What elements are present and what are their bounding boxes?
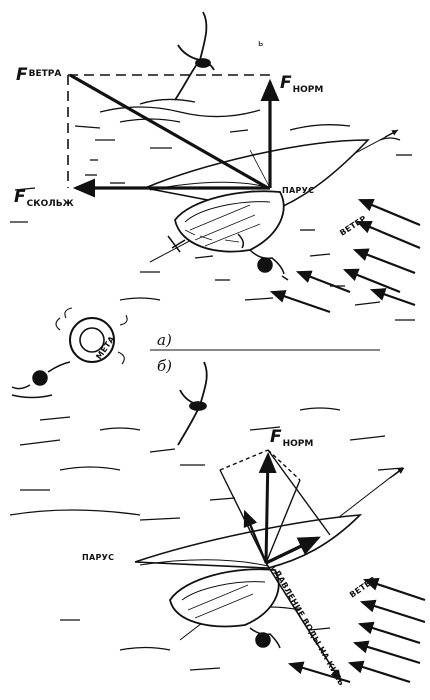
wind-arrows-b <box>287 577 426 684</box>
label-wind-a: ВЕТЕР <box>338 214 368 238</box>
water-strokes-b <box>9 407 404 671</box>
seagull-b <box>177 361 208 446</box>
seagull-a <box>174 11 215 101</box>
sail-b <box>134 514 363 569</box>
boat-hull-b <box>169 568 280 628</box>
label-f-slide: FСКОЛЬЖ <box>14 187 74 209</box>
life-buoy <box>55 307 128 365</box>
panel-a: ь <box>10 11 421 321</box>
panel-b: FНОРМ ПАРУС ВЕТЕР ДАВЛЕНИЕ ВОДЫ НА КИЛЬ <box>9 361 426 688</box>
force-wind-vector <box>69 73 269 190</box>
label-sail-a: ПАРУС <box>282 186 314 195</box>
water-strokes-a <box>10 98 415 321</box>
keel-pressure-vector <box>265 562 341 682</box>
label-panel-b: б) <box>157 357 172 375</box>
sailor-b <box>249 627 281 649</box>
swimmer <box>11 361 71 399</box>
rudder-a <box>167 235 186 253</box>
label-f-norm-a: FНОРМ <box>280 73 323 95</box>
label-f-wind: FВЕТРА <box>16 65 61 85</box>
boat-hull-a <box>174 190 285 253</box>
sail-a <box>142 139 370 213</box>
label-wind-b: ВЕТЕР <box>348 575 378 599</box>
label-f-norm-b: FНОРМ <box>270 427 313 449</box>
force-keel-vector-b <box>243 509 268 564</box>
label-panel-a: а) <box>157 331 172 349</box>
sketch-mark: ь <box>258 39 263 49</box>
force-rectangle-a <box>67 74 270 188</box>
wind-arrows-a <box>269 198 421 314</box>
force-forward-vector-b <box>265 536 321 565</box>
sailor-a <box>237 233 289 281</box>
force-norm-vector-b <box>258 452 277 564</box>
label-sail-b: ПАРУС <box>82 553 114 562</box>
